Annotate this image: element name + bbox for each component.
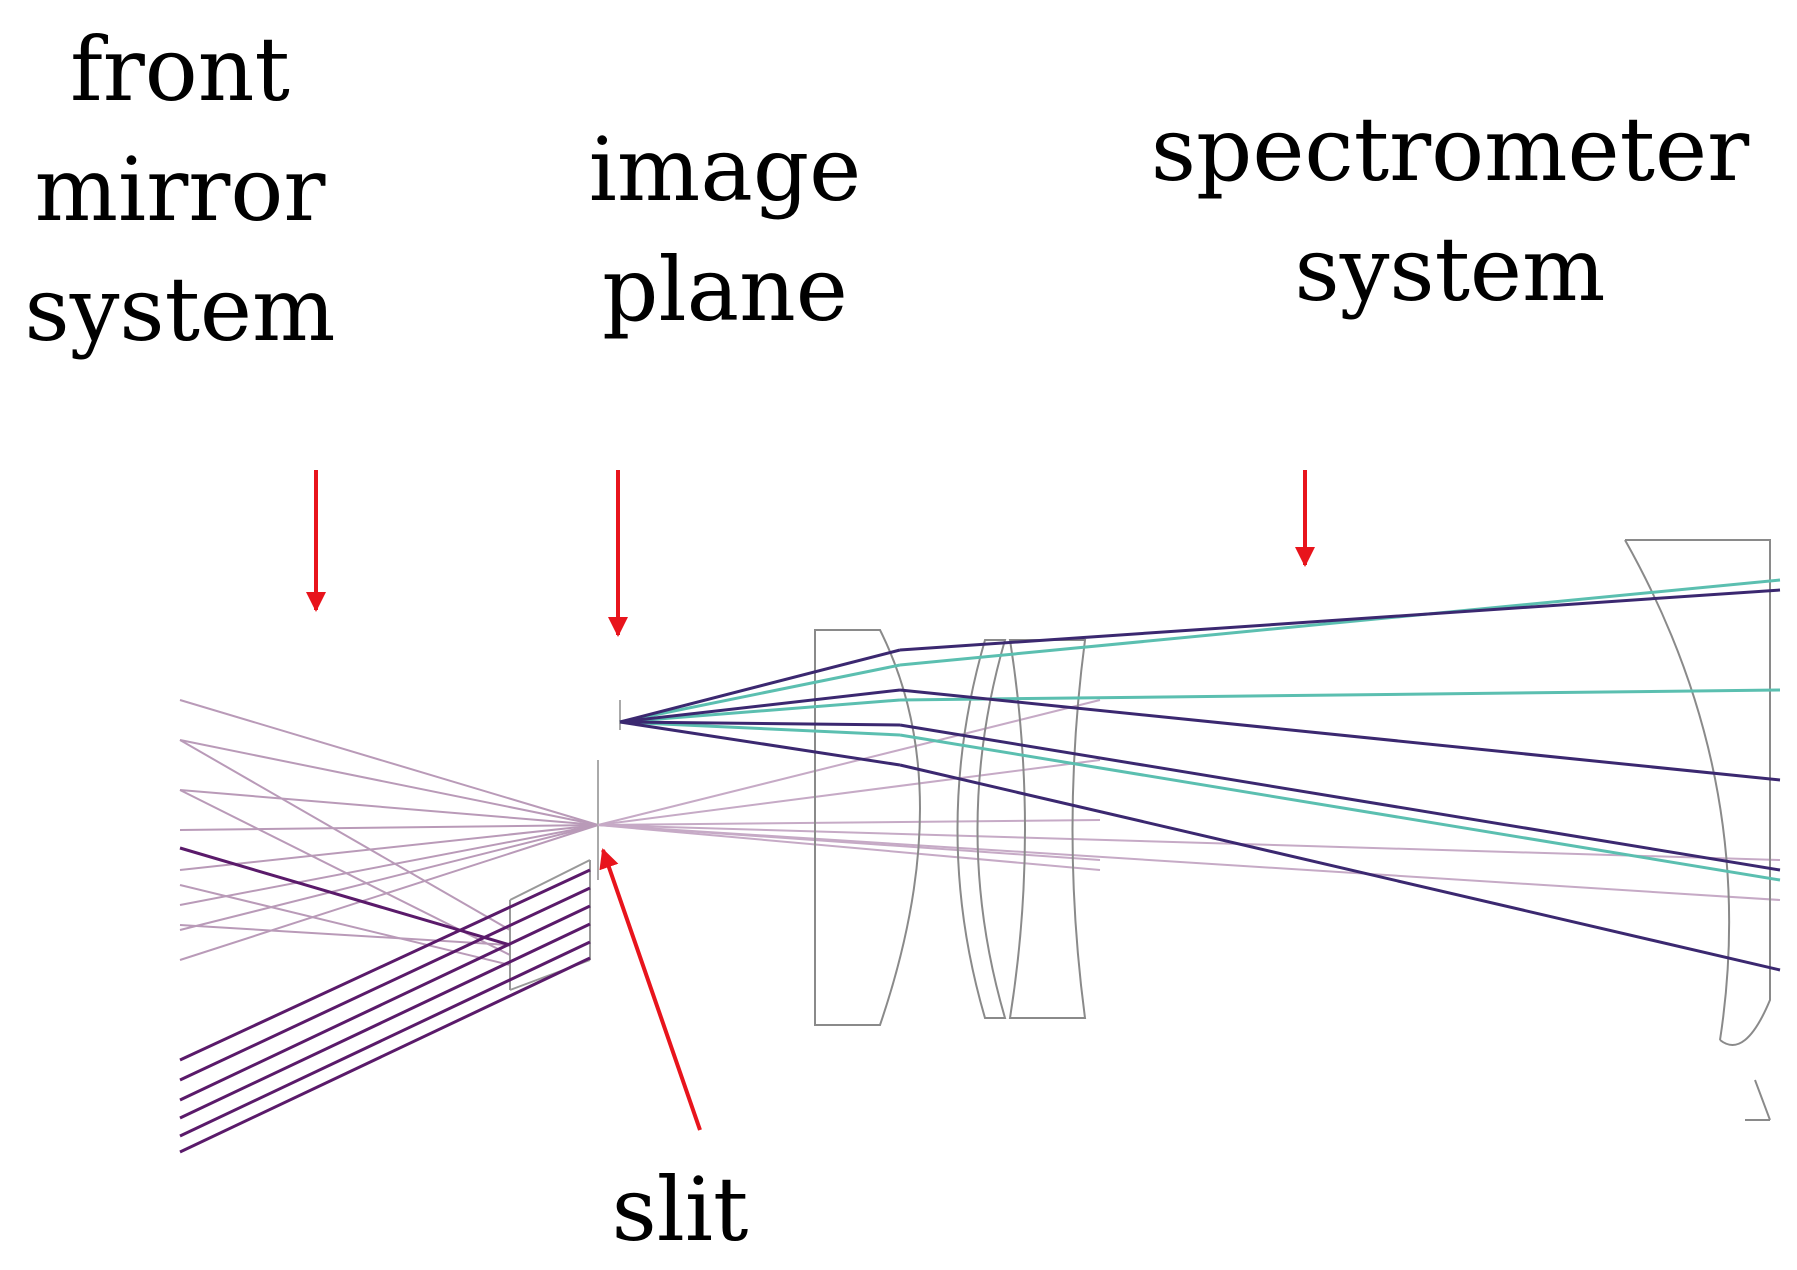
label-image-plane: image plane	[560, 110, 890, 350]
label-spectrometer-system: spectrometer system	[1150, 90, 1750, 330]
label-front-line-2: mirror	[34, 138, 326, 241]
annotation-arrows	[306, 470, 1315, 1131]
spectrometer-purple-rays	[619, 588, 1781, 972]
slit-divergent-rays	[597, 699, 1781, 901]
slit-element	[597, 700, 621, 880]
front-mirror-rays	[179, 699, 599, 966]
label-slit: slit	[611, 1158, 749, 1261]
label-front-mirror-system: front mirror system	[20, 10, 340, 370]
label-front-line-1: front	[70, 18, 290, 121]
label-front-line-3: system	[24, 258, 336, 361]
label-spectrometer-line-1: spectrometer	[1150, 98, 1750, 201]
front-dark-rays	[179, 846, 591, 1154]
label-spectrometer-line-2: system	[1294, 218, 1606, 321]
spectrometer-teal-rays	[619, 578, 1781, 882]
label-image-line-1: image	[588, 118, 862, 221]
label-image-line-2: plane	[602, 238, 848, 341]
arrow-slit	[599, 848, 702, 1131]
